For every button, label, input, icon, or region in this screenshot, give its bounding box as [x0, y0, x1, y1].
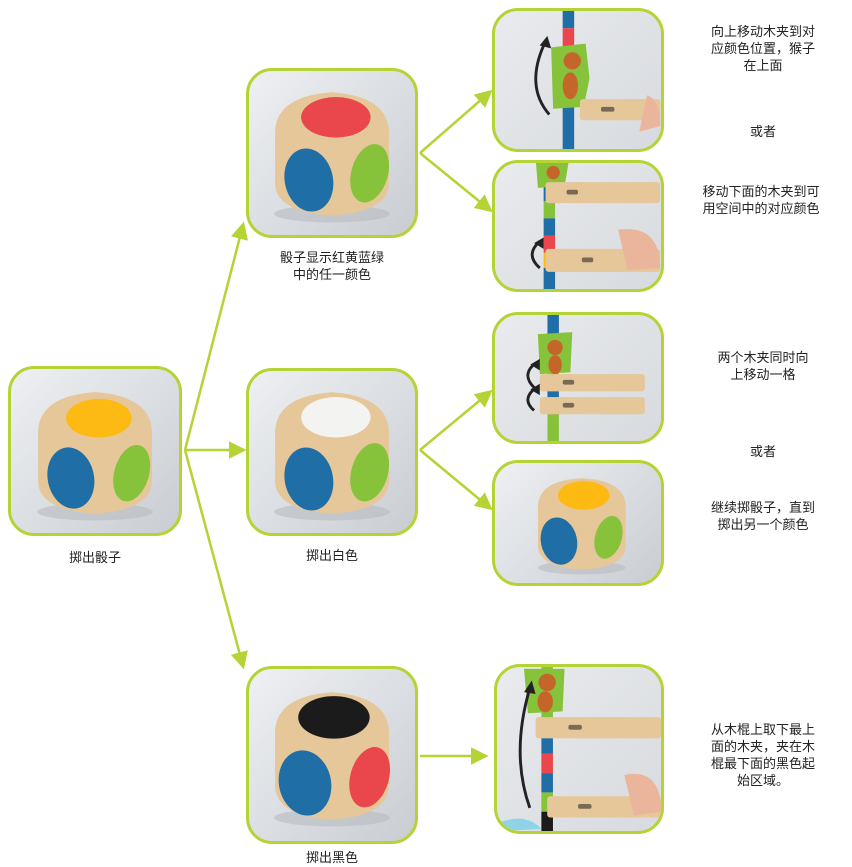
arrow-start-to-black — [183, 449, 248, 670]
monkey-icon — [524, 668, 565, 714]
caption-colored: 骰子显示红黄蓝绿 中的任一颜色 — [279, 251, 384, 283]
clip-pole-photo-icon — [497, 667, 661, 831]
reroll-photo — [492, 460, 664, 586]
die-black-photo — [246, 666, 418, 844]
die-photo-icon — [274, 392, 390, 521]
arrow-colored-to-move-up — [419, 89, 493, 154]
die-photo-icon — [538, 478, 626, 575]
die-white-photo — [246, 368, 418, 536]
die-photo-icon — [274, 692, 391, 827]
die-photo-icon — [274, 92, 390, 223]
monkey-icon — [537, 332, 573, 375]
both-up-photo — [492, 312, 664, 444]
caption-white: 掷出白色 — [305, 549, 358, 564]
text-move-lower: 移动下面的木夹到可 用空间中的对应颜色 — [702, 185, 820, 217]
monkey-icon — [536, 163, 569, 188]
text-reroll: 继续掷骰子，直到 掷出另一个颜色 — [710, 501, 815, 533]
arrow-colored-to-move-lower — [419, 152, 493, 213]
die-colored-photo — [246, 68, 418, 238]
black-rule-photo — [494, 664, 664, 834]
arrow-white-to-both-up — [419, 389, 493, 451]
caption-start: 掷出骰子 — [68, 551, 121, 566]
text-both-up: 两个木夹同时向 上移动一格 — [717, 351, 809, 383]
text-move-up: 向上移动木夹到对 应颜色位置，猴子 在上面 — [710, 25, 815, 74]
arrow-white-to-reroll — [419, 449, 493, 511]
clip-pole-photo-icon — [526, 315, 645, 441]
die-start-photo — [8, 366, 182, 536]
arrow-start-to-colored — [183, 221, 248, 451]
text-or-1: 或者 — [749, 125, 776, 140]
monkey-icon — [551, 43, 590, 109]
clip-pole-photo-icon — [534, 11, 661, 149]
move-lower-photo — [492, 160, 664, 292]
caption-black: 掷出黑色 — [305, 851, 358, 866]
text-black-rule: 从木棍上取下最上 面的木夹，夹在木 棍最下面的黑色起 始区域。 — [710, 723, 815, 789]
clip-pole-photo-icon — [530, 163, 661, 289]
text-or-2: 或者 — [749, 445, 776, 460]
die-photo-icon — [37, 392, 153, 521]
move-up-photo — [492, 8, 664, 152]
